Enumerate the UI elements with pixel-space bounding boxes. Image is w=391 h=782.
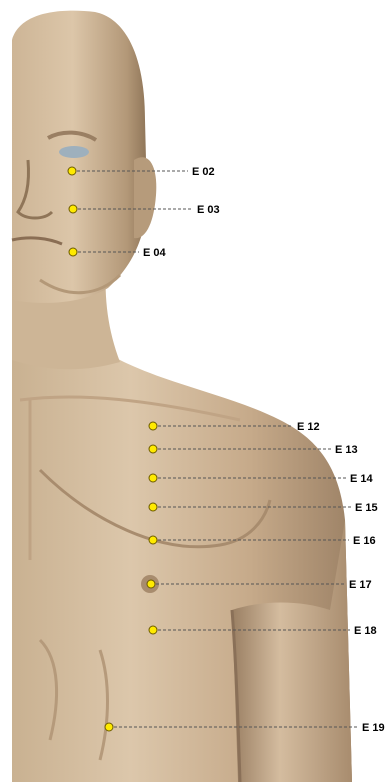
figure-illustration <box>12 11 352 782</box>
acupoint-marker-e04[interactable] <box>69 248 77 256</box>
eye-shape <box>59 146 89 158</box>
acupoint-label-e12: E 12 <box>297 421 320 433</box>
acupoint-label-e04: E 04 <box>143 247 167 259</box>
acupoint-label-e13: E 13 <box>335 444 358 456</box>
acupoint-marker-e12[interactable] <box>149 422 157 430</box>
acupoint-label-e18: E 18 <box>354 625 377 637</box>
acupoint-label-e17: E 17 <box>349 579 372 591</box>
acupoint-label-e15: E 15 <box>355 502 378 514</box>
acupoint-label-e02: E 02 <box>192 166 215 178</box>
acupoint-marker-e19[interactable] <box>105 723 113 731</box>
acupoint-marker-e16[interactable] <box>149 536 157 544</box>
acupoint-label-e19: E 19 <box>362 722 385 734</box>
acupoint-label-e03: E 03 <box>197 204 220 216</box>
acupoint-marker-e18[interactable] <box>149 626 157 634</box>
acupoint-marker-e13[interactable] <box>149 445 157 453</box>
acupoint-marker-e02[interactable] <box>68 167 76 175</box>
ear-shape <box>134 157 156 238</box>
acupoint-marker-e15[interactable] <box>149 503 157 511</box>
acupoint-label-e14: E 14 <box>350 473 374 485</box>
acupoint-marker-e03[interactable] <box>69 205 77 213</box>
acupoint-marker-e17[interactable] <box>147 580 155 588</box>
acupoint-marker-e14[interactable] <box>149 474 157 482</box>
acupoint-label-e16: E 16 <box>353 535 376 547</box>
